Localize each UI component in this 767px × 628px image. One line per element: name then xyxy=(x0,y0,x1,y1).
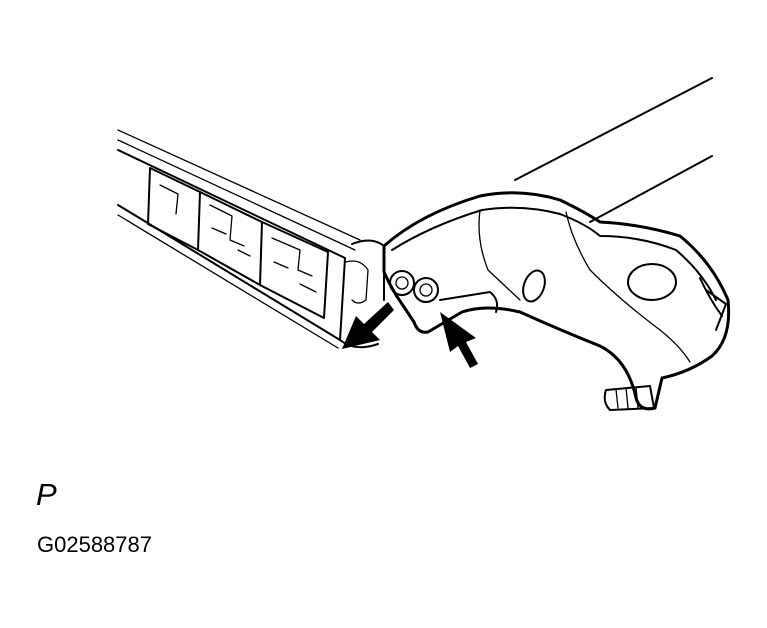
figure-code: G02588787 xyxy=(37,532,152,557)
frame-edge-bottom xyxy=(589,155,713,223)
connector-housing xyxy=(117,129,385,349)
indicator-arrow xyxy=(440,312,478,368)
indicator-arrow xyxy=(342,302,394,349)
claw-pin xyxy=(389,270,439,303)
view-label: P xyxy=(36,477,57,512)
frame-edge-top xyxy=(514,77,713,181)
mounting-bracket xyxy=(382,191,731,411)
bolt xyxy=(603,385,655,411)
